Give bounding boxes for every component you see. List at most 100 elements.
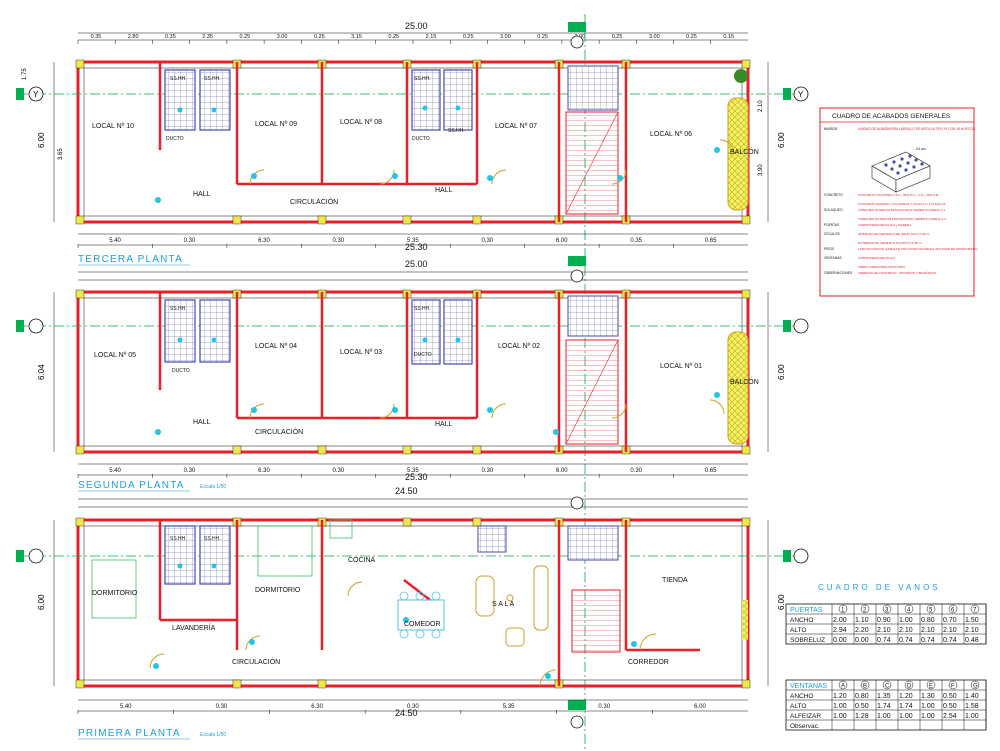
third-top-dim-8: 0.25 <box>388 34 399 40</box>
brick-icon: 24 cm <box>871 147 931 193</box>
second-right-dim: 6.00 <box>777 364 786 380</box>
third-bottom-dim-3: 0.30 <box>333 238 345 244</box>
finishes-row-4-val: TARRAJEO EXTERIOR FROTACHADO CEMENTO ARE… <box>858 217 946 221</box>
third-bottom-dim-7: 0.35 <box>630 238 642 244</box>
vanos-ventanas-row-1-val-3: 1.74 <box>899 703 913 710</box>
finishes-row-11-val: VEREDAS DE CONCRETO - PINTADOS Y BRUÑADO… <box>858 270 936 275</box>
third-room-10: DUCTO <box>412 136 430 142</box>
third-room-14: SS.HH. <box>448 128 465 134</box>
second-room-3: LOCAL Nº 02 <box>498 343 540 350</box>
third-bottom-dim-8: 0.65 <box>705 238 717 244</box>
second-total-top: 25.00 <box>405 259 428 269</box>
vanos-puertas-key-4: 5 <box>929 608 933 614</box>
vanos-puertas-key-0: 1 <box>841 608 845 614</box>
third-right-dim: 6.00 <box>777 132 786 148</box>
first-room-1: DORMITORIO <box>255 587 301 594</box>
vanos-puertas-row-2-val-2: 0.74 <box>877 637 891 644</box>
vanos-ventanas-row-0-val-1: 0.80 <box>855 693 869 700</box>
vanos-ventanas-row-0-val-5: 0.50 <box>943 693 957 700</box>
third-top-dim-10: 0.25 <box>463 34 474 40</box>
third-total-bottom: 25.30 <box>405 242 428 252</box>
second-bottom-dim-6: 6.00 <box>556 468 568 474</box>
vanos-title: CUADRO DE VANOS <box>818 583 941 592</box>
first-right-dim: 6.00 <box>777 594 786 610</box>
third-top-dim-4: 0.25 <box>240 34 251 40</box>
finishes-row-5-key: PUERTAS <box>824 223 840 227</box>
vanos-puertas-row-2-val-0: 0.00 <box>833 637 847 644</box>
finishes-row-3-val: TARRAJEO INTERIOR FROTACHADO CEMENTO ARE… <box>858 208 945 212</box>
second-floor-plan: 25.00 <box>16 256 809 492</box>
vanos-puertas-row-0-val-1: 1.10 <box>855 617 869 624</box>
finishes-row-5-val: CARPINTERÍA METÁLICA y MADERA <box>858 223 912 227</box>
third-room-5: HALL <box>193 191 211 198</box>
third-top-dim-2: 0.35 <box>165 34 176 40</box>
svg-text:24 cm: 24 cm <box>916 147 926 151</box>
third-top-dim-3: 2.35 <box>202 34 213 40</box>
second-left-dim: 6.04 <box>37 364 46 380</box>
third-bottom-dim-4: 5.35 <box>407 238 419 244</box>
finishes-row-9-val: CARPINTERÍA METÁLICA <box>858 256 896 260</box>
vanos-ventanas-row-0-val-3: 1.20 <box>899 693 913 700</box>
vanos-puertas-row-0-val-6: 1.50 <box>965 617 979 624</box>
vanos-ventanas-key-5: F <box>951 684 955 690</box>
vanos-ventanas-row-2-label: ALFEIZAR <box>790 713 821 720</box>
vanos-puertas-row-1-val-0: 2.94 <box>833 627 847 634</box>
first-room-5: COMEDOR <box>404 621 441 628</box>
finishes-row-9-key: VENTANAS <box>824 256 842 260</box>
axis-right-label: Y <box>798 90 804 99</box>
finishes-row-1-key: CONCRETO <box>824 193 843 197</box>
finishes-row-0-val: UNIDAD DE ALBAÑILERÍA LADRILLO DE ARCILL… <box>858 126 976 131</box>
vanos-ventanas-row-2-val-1: 1.28 <box>855 713 869 720</box>
first-bottom-dim-5: 0.30 <box>598 704 610 710</box>
third-floor-title: TERCERA PLANTA <box>78 254 183 265</box>
third-top-dim-0: 0.35 <box>91 34 102 40</box>
second-bottom-dim-1: 0.30 <box>184 468 196 474</box>
finishes-row-8-val: LADO EN MUROS, ESMALTE ANTI-ÓXIDO EN MET… <box>858 246 977 251</box>
vanos-puertas-key-5: 6 <box>951 608 955 614</box>
vanos-ventanas-row-2-val-2: 1.00 <box>877 713 891 720</box>
finishes-row-0-key: MUROS <box>824 127 838 131</box>
finishes-row-6-val: INTERIOR DE CERÁMICA DE 30X30 CM h=1.50 … <box>858 232 930 236</box>
third-room-12: SS.HH. <box>204 76 221 82</box>
second-bottom-dim-5: 0.30 <box>481 468 493 474</box>
vanos-puertas-key-2: 3 <box>885 608 889 614</box>
second-room-7: CIRCULACIÓN <box>255 427 303 436</box>
first-bottom-dim-3: 0.30 <box>407 704 419 710</box>
third-room-4: LOCAL Nº 06 <box>650 131 692 138</box>
vanos-puertas-row-0-val-5: 0.70 <box>943 617 957 624</box>
second-room-11: SS.HH. <box>170 306 187 312</box>
third-room-11: SS.HH. <box>170 76 187 82</box>
second-room-10: DUCTO <box>414 352 432 358</box>
vanos-puertas-row-2-val-5: 0.74 <box>943 637 957 644</box>
vanos-ventanas-row-1-val-5: 0.50 <box>943 703 957 710</box>
vanos-ventanas-key-3: D <box>907 684 912 690</box>
second-bottom-dim-8: 0.65 <box>705 468 717 474</box>
vanos-puertas-row-2-val-6: 0.48 <box>965 637 979 644</box>
finishes-row-11-key: OBSERVACIONES <box>824 271 853 275</box>
third-top-dim-9: 2.15 <box>426 34 437 40</box>
third-top-dim-5: 3.00 <box>277 34 288 40</box>
first-bottom-dim-0: 5.40 <box>120 704 132 710</box>
vanos-puertas-row-1-val-3: 2.10 <box>899 627 913 634</box>
vanos-puertas-key-1: 2 <box>863 608 867 614</box>
second-floor-scale: Escala 1/50 <box>200 484 226 490</box>
axis-bubble-left <box>28 86 44 102</box>
finishes-row-2-val: CONCRETO ARMADO: COLUMNAS Y VIGAS f'c= 1… <box>858 202 946 206</box>
vanos-ventanas-row-2-val-5: 2.54 <box>943 713 957 720</box>
third-top-dim-17: 0.15 <box>723 34 734 40</box>
vanos-ventanas-key-2: C <box>885 684 890 690</box>
third-top-dim-12: 0.25 <box>537 34 548 40</box>
vanos-puertas-row-1-label: ALTO <box>790 627 806 634</box>
vanos-puertas-label: PUERTAS <box>790 607 823 614</box>
second-room-1: LOCAL Nº 04 <box>255 343 297 350</box>
vanos-ventanas-key-0: A <box>841 684 845 690</box>
vanos-ventanas-row-1-val-0: 1.00 <box>833 703 847 710</box>
